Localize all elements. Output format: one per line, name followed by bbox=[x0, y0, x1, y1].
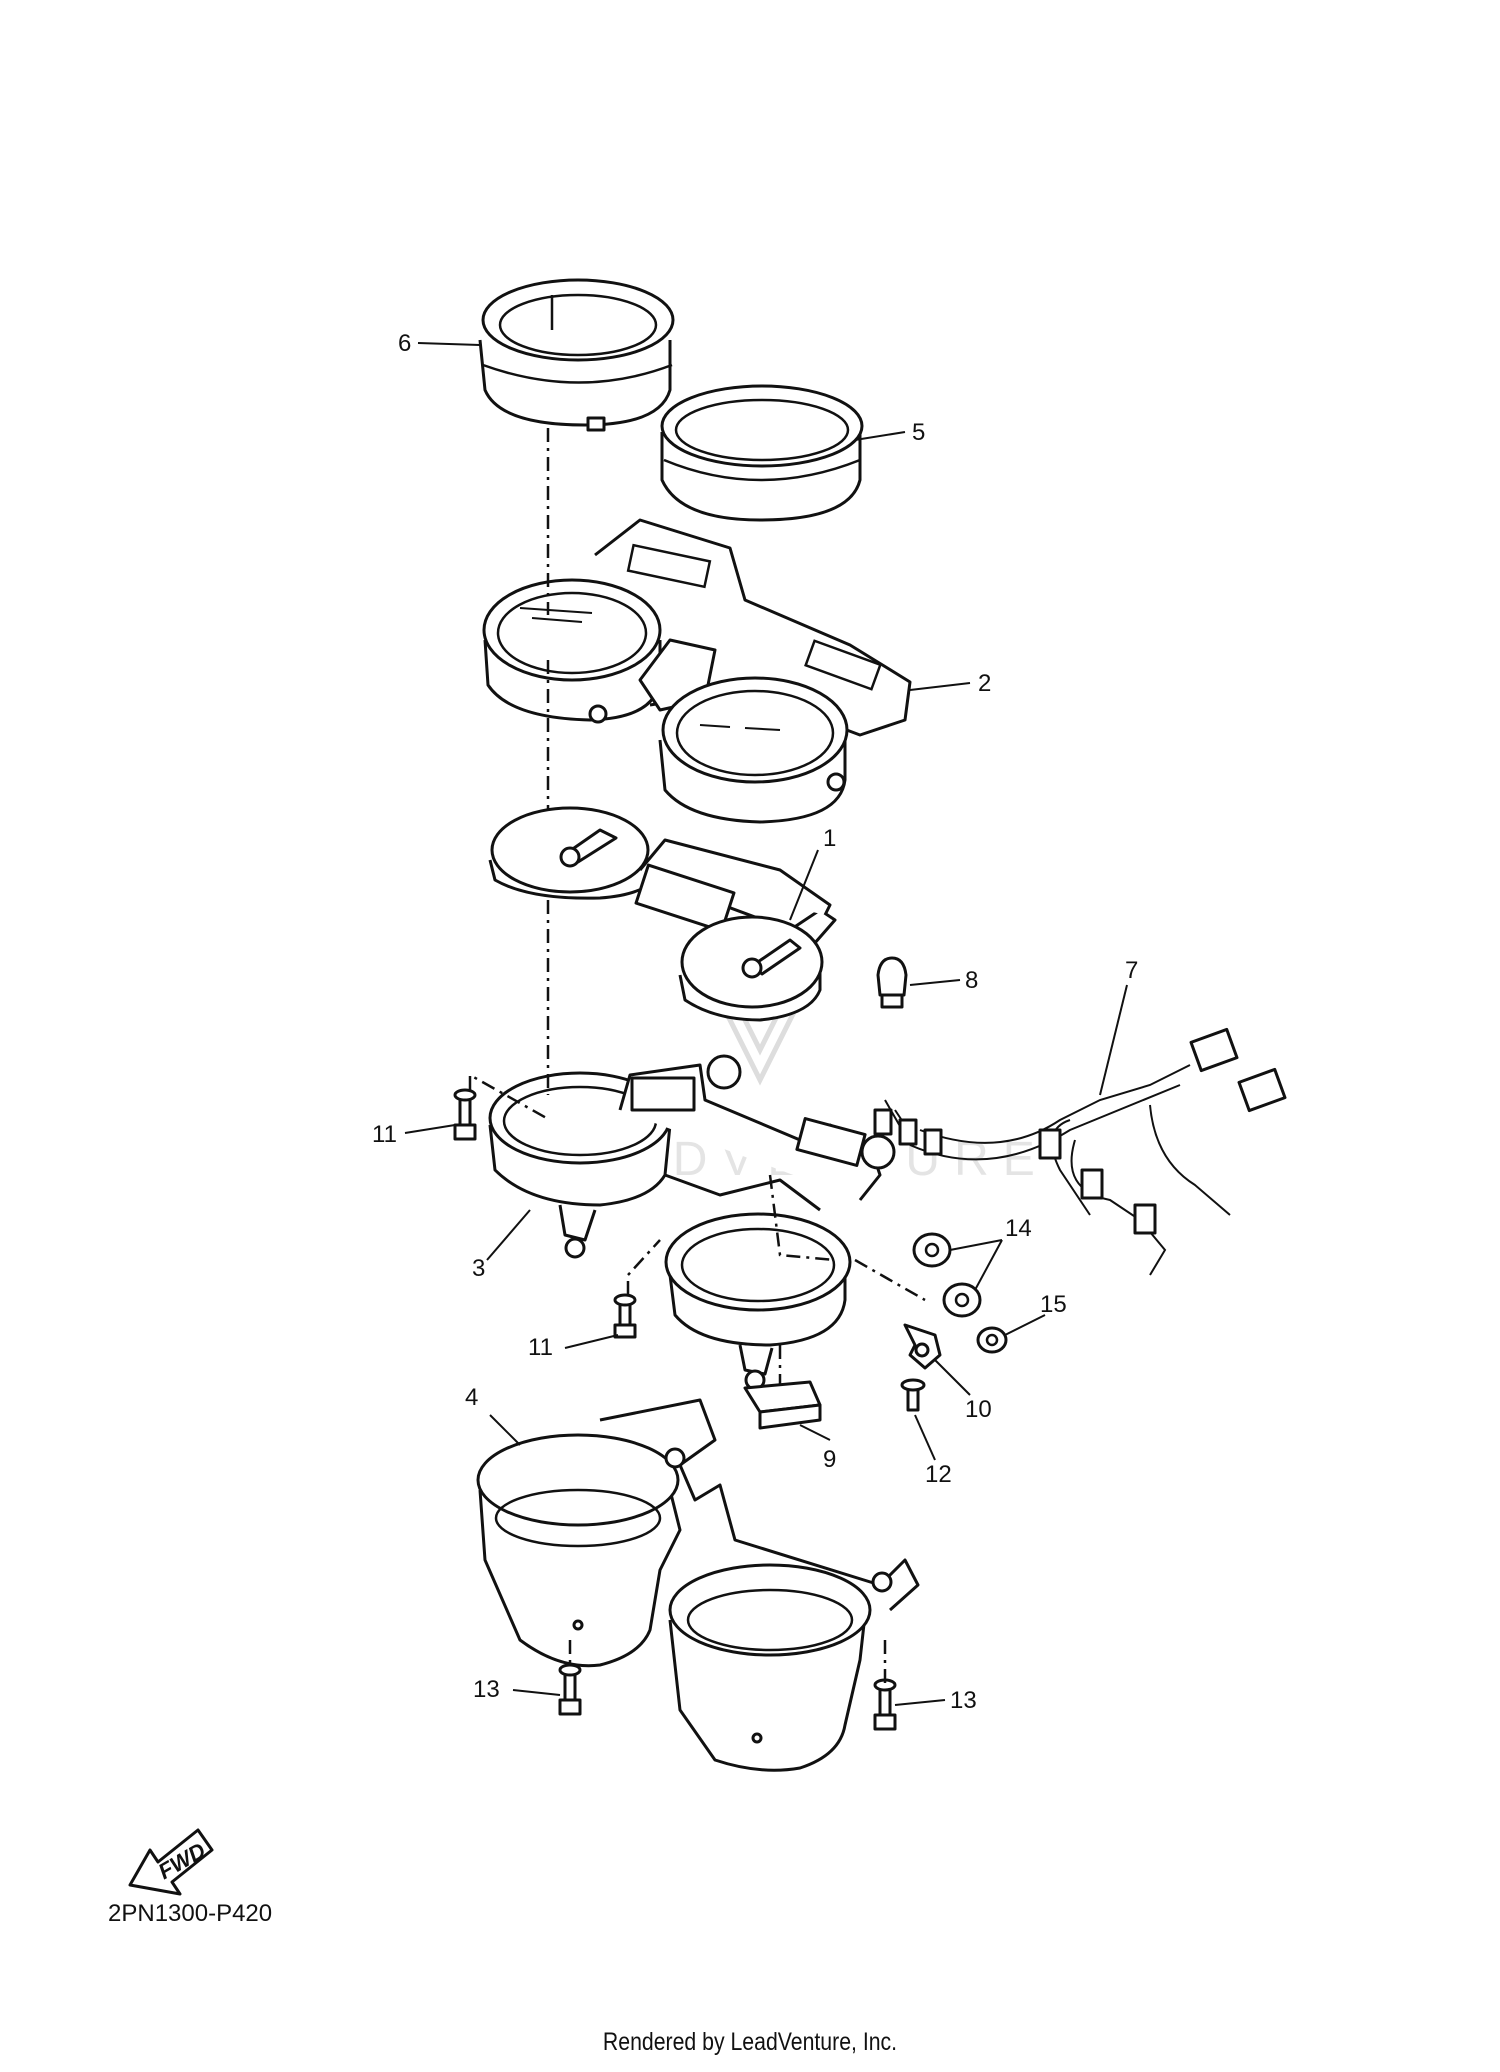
part-10-clamp bbox=[903, 1323, 942, 1370]
callouts: 6 5 2 1 8 7 11 3 14 15 11 10 12 9 4 13 1… bbox=[372, 330, 1138, 1714]
callout-3: 3 bbox=[472, 1255, 485, 1282]
callout-6: 6 bbox=[398, 330, 411, 357]
part-4-lower-case bbox=[476, 1398, 920, 1772]
part-1-meter-assembly bbox=[488, 806, 837, 1022]
callout-8: 8 bbox=[965, 967, 978, 994]
part-6-bezel-ring bbox=[478, 278, 675, 432]
callout-12: 12 bbox=[925, 1461, 952, 1488]
render-credit: Rendered by LeadVenture, Inc. bbox=[602, 2028, 898, 2056]
callout-11-upper: 11 bbox=[372, 1121, 397, 1148]
part-11-screw-b bbox=[613, 1293, 637, 1339]
callout-2: 2 bbox=[978, 670, 991, 697]
callout-9: 9 bbox=[823, 1446, 836, 1473]
diagram-code: 2PN1300-P420 bbox=[108, 1900, 273, 1927]
part-2-meter-cover bbox=[482, 518, 912, 824]
leader-lines bbox=[404, 342, 1128, 1706]
part-8-bulb bbox=[876, 956, 908, 1009]
part-15-nut bbox=[976, 1326, 1008, 1354]
part-11-screw-a bbox=[453, 1088, 477, 1141]
callout-13-left: 13 bbox=[473, 1676, 500, 1703]
part-3-meter-case bbox=[488, 1054, 896, 1391]
part-9-damper bbox=[743, 1380, 822, 1430]
callout-11-lower: 11 bbox=[528, 1334, 553, 1361]
part-7-wire-harness bbox=[873, 1027, 1287, 1276]
part-12-screw bbox=[900, 1378, 926, 1412]
callout-13-right: 13 bbox=[950, 1687, 977, 1714]
callout-15: 15 bbox=[1040, 1291, 1067, 1318]
part-13-screw-a bbox=[558, 1663, 582, 1716]
alignment-lines bbox=[468, 428, 926, 1683]
callout-4: 4 bbox=[465, 1384, 478, 1411]
fwd-arrow-icon: FWD bbox=[128, 1828, 214, 1896]
part-5-meter-ring bbox=[660, 384, 864, 522]
callout-7: 7 bbox=[1125, 957, 1138, 984]
part-13-screw-b bbox=[873, 1678, 897, 1731]
part-14-grommets bbox=[912, 1232, 982, 1318]
callout-10: 10 bbox=[965, 1396, 992, 1423]
callout-5: 5 bbox=[912, 419, 925, 446]
callout-1: 1 bbox=[823, 825, 836, 852]
callout-14: 14 bbox=[1005, 1215, 1032, 1242]
